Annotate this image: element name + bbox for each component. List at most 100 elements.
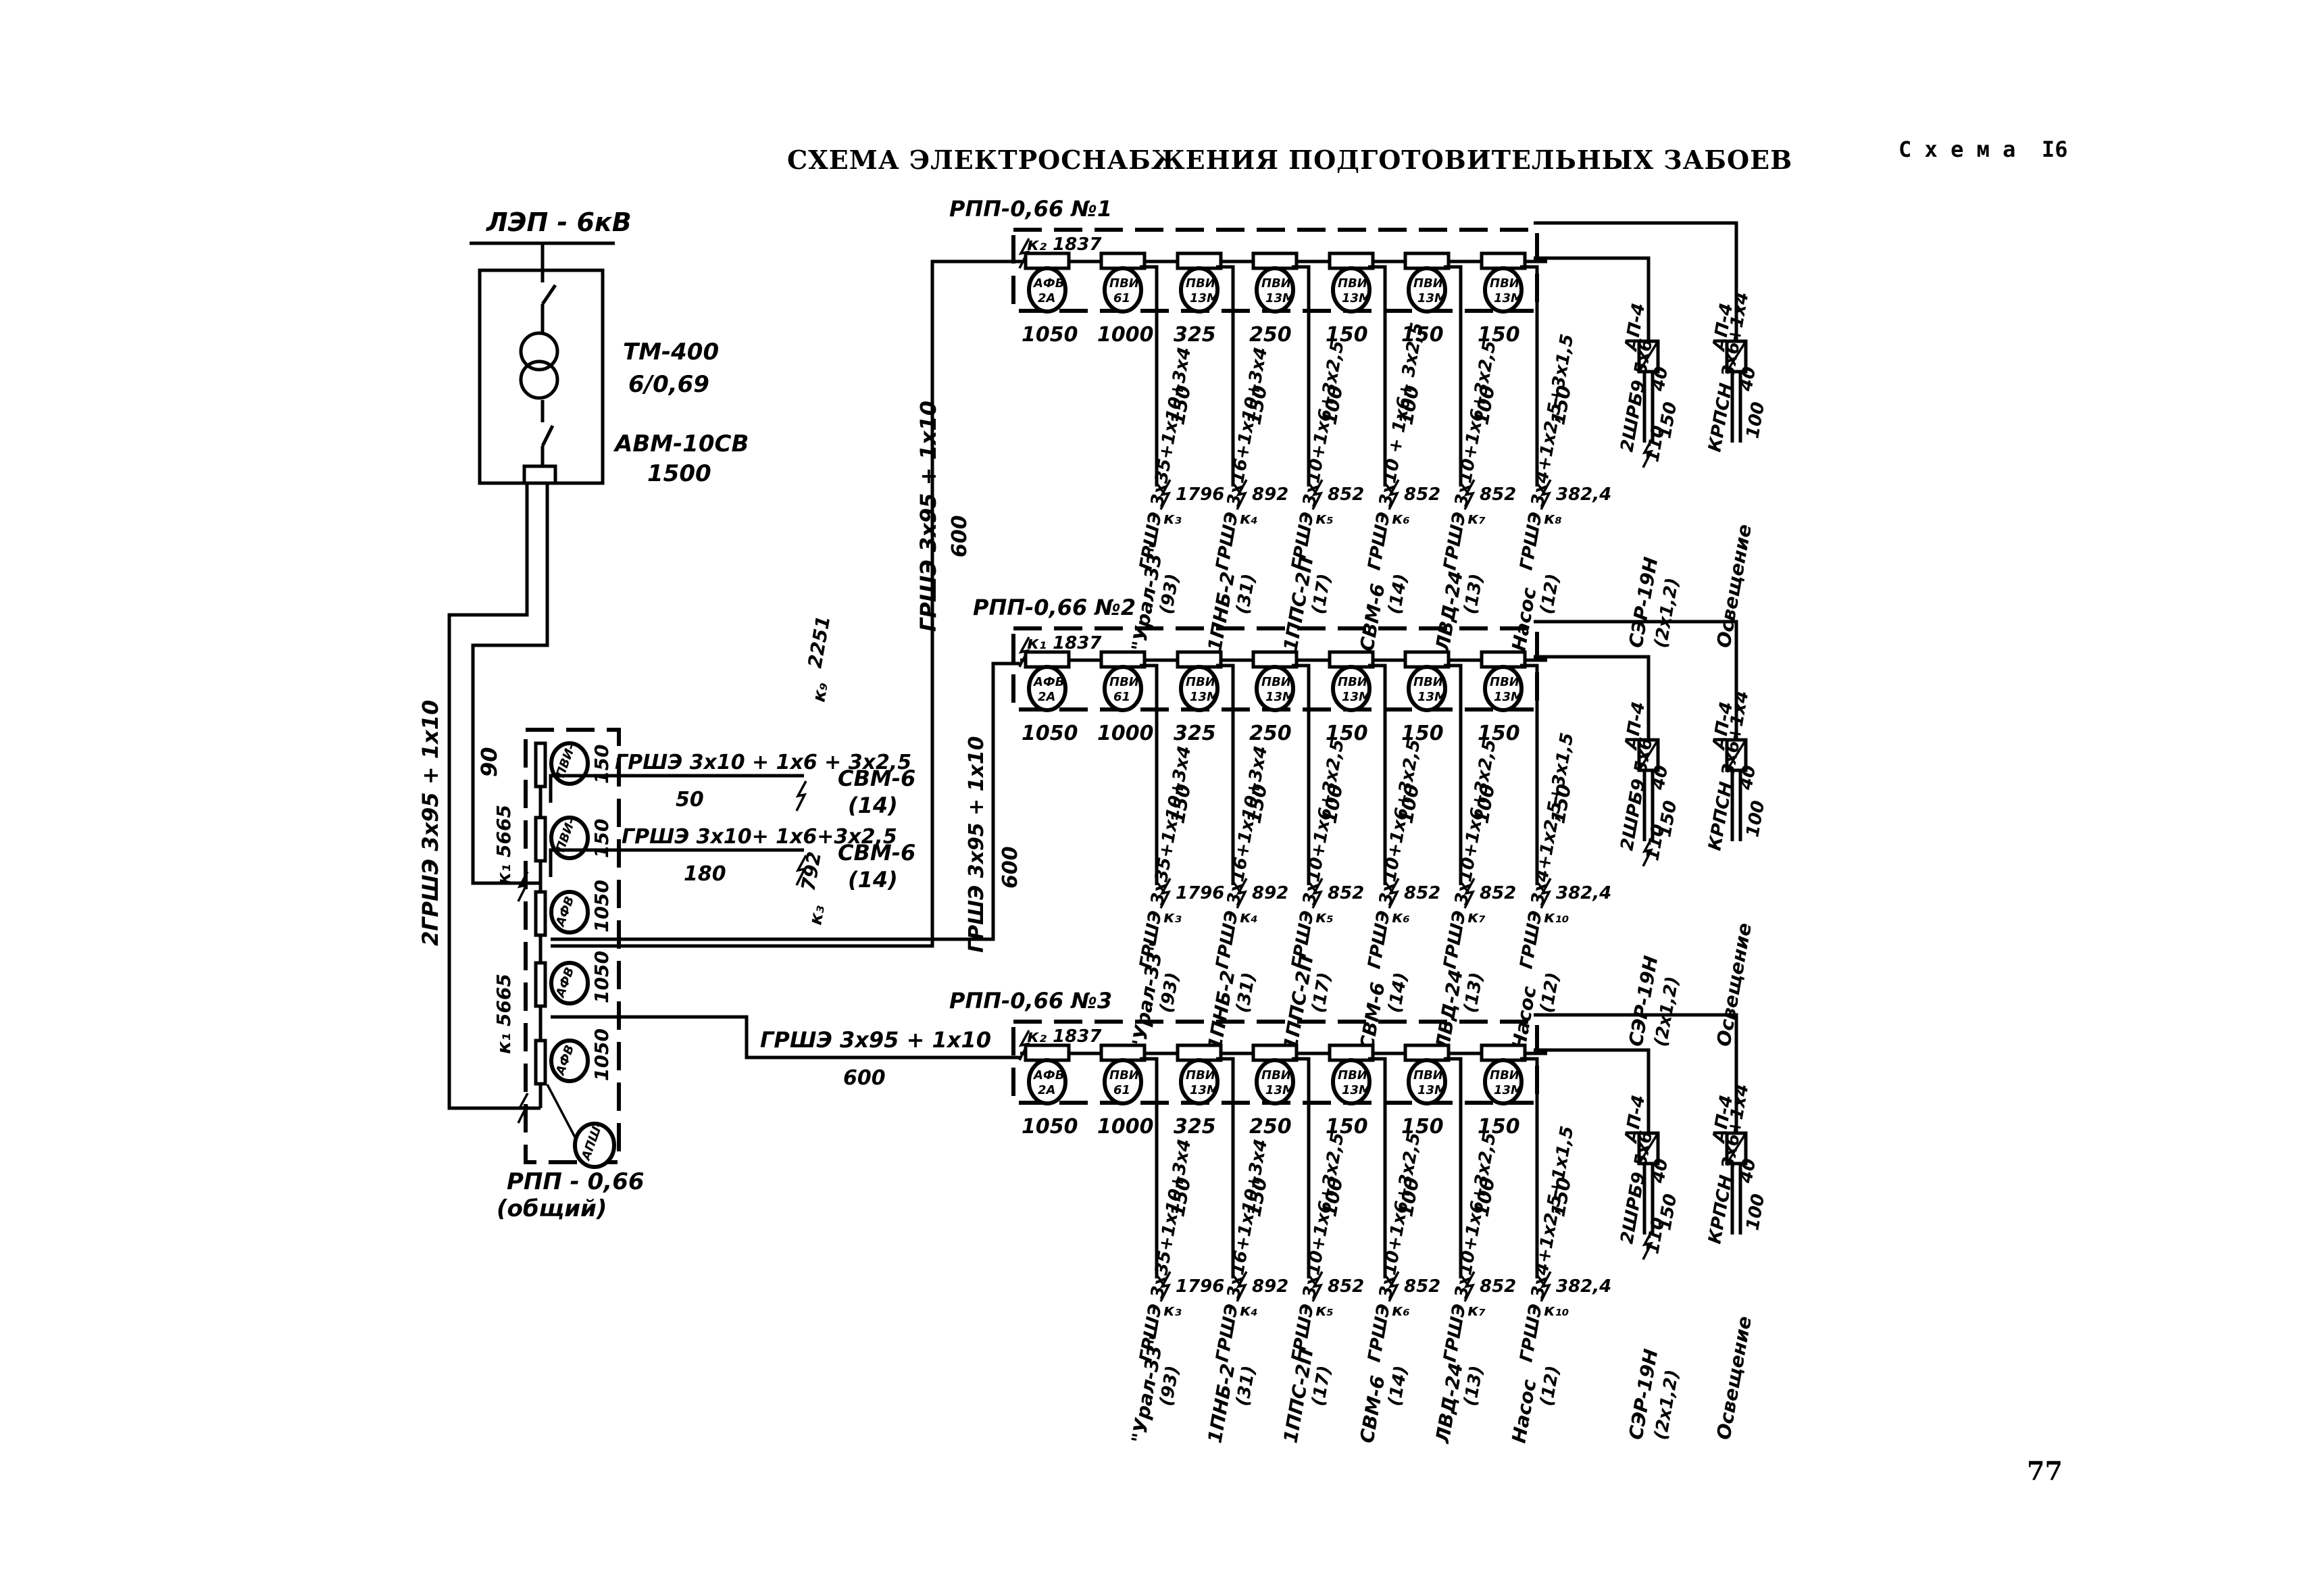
fault-point-icon bbox=[1463, 1271, 1476, 1302]
feeder-cable-label: ГРШЭ 3х4+1х2,5+3х1,5 bbox=[1516, 332, 1578, 572]
feeder-cable-label: ГРШЭ 3х4+1х2,5+3х1,5 bbox=[1516, 731, 1578, 970]
switch-unit-icon bbox=[1407, 665, 1447, 712]
aux-length-a: 40 bbox=[1648, 1157, 1672, 1185]
switch-unit-icon bbox=[549, 1039, 590, 1083]
feeder-fault-point: к₇ bbox=[1467, 509, 1486, 528]
unit-type: 13М bbox=[1494, 690, 1523, 704]
feed-cable-length: 90 bbox=[476, 747, 502, 777]
fan-cable-length: 180 bbox=[684, 862, 726, 886]
unit-type: 13М bbox=[1190, 690, 1219, 704]
feeder-load: СВМ-6 bbox=[1355, 582, 1389, 653]
feeder-fault-point: к₁₀ bbox=[1544, 1301, 1569, 1320]
aux-length-a: 40 bbox=[1648, 764, 1672, 792]
fault-point-icon bbox=[795, 780, 807, 812]
feeder-cable-label: ГРШЭ 3х10+1х6+3х2,5 bbox=[1288, 339, 1348, 572]
switch-unit-icon bbox=[1179, 665, 1219, 712]
feeder-fault-point: к₅ bbox=[1315, 1301, 1334, 1320]
fault-point-icon bbox=[1388, 878, 1400, 909]
aux-length-b: 100 bbox=[1742, 401, 1769, 441]
fuse-icon bbox=[1328, 650, 1375, 669]
trunk-cable-length: 600 bbox=[999, 846, 1022, 889]
unit-rating: 325 bbox=[1174, 722, 1216, 745]
feeder-fault-point: к₆ bbox=[1392, 907, 1410, 926]
unit-type: 61 bbox=[1113, 1083, 1130, 1097]
aux-load: Освещение bbox=[1712, 522, 1756, 649]
unit-type: 2А bbox=[1038, 291, 1055, 305]
trunk-cable-label: ГРШЭ 3х95 + 1х10 bbox=[915, 401, 941, 632]
fault-point-icon bbox=[1642, 836, 1654, 867]
unit-type: 13М bbox=[1265, 1083, 1294, 1097]
unit-name: ПВИ bbox=[1413, 1068, 1443, 1082]
fault-point-icon bbox=[1388, 479, 1400, 510]
panel-fault-label: к₂ 1837 bbox=[1027, 1026, 1102, 1047]
aux-fault-value: 110 bbox=[1642, 1216, 1669, 1256]
trunk-cable-label: ГРШЭ 3х95 + 1х10 bbox=[760, 1027, 991, 1053]
fuse-icon bbox=[1328, 251, 1375, 270]
breaker-icon bbox=[540, 424, 555, 447]
trunk-cable-length: 600 bbox=[948, 515, 972, 557]
fault-point-icon bbox=[517, 1093, 529, 1124]
unit-name: ПВИ bbox=[1109, 1068, 1139, 1082]
transformer-icon bbox=[519, 331, 559, 400]
common-fault-lower: к₁ 5665 bbox=[493, 974, 515, 1054]
feeder-fault-point: к₈ bbox=[1544, 509, 1562, 528]
unit-rating: 1050 bbox=[590, 1028, 613, 1081]
fault-point-icon bbox=[1463, 479, 1476, 510]
unit-name: ПВИ bbox=[1109, 675, 1139, 689]
feeder-fault-value: 852 bbox=[1480, 883, 1516, 903]
switch-unit-icon bbox=[549, 890, 590, 934]
unit-type: 2А bbox=[1038, 1083, 1055, 1097]
aux-length-b: 100 bbox=[1742, 1193, 1769, 1232]
panel-label: РПП-0,66 №2 bbox=[973, 595, 1136, 620]
fault-point-icon bbox=[1159, 878, 1172, 909]
feeder-fault-value: 852 bbox=[1404, 484, 1440, 505]
starter-icon bbox=[1637, 339, 1660, 374]
fault-point-icon bbox=[1388, 1271, 1400, 1302]
unit-name: ПВИ bbox=[1338, 276, 1367, 291]
starter-icon bbox=[1637, 738, 1660, 772]
feeder-cable-label: ГРШЭ 3х10+1х6+3х2,5 bbox=[1288, 1131, 1348, 1364]
fuse-icon bbox=[1480, 251, 1527, 270]
unit-rating: 150 bbox=[1478, 1115, 1520, 1139]
feeder-fault-point: к₃ bbox=[1163, 509, 1182, 528]
fault-point-icon bbox=[1236, 878, 1248, 909]
unit-type: 13М bbox=[1265, 291, 1294, 305]
common-rpp-aux: АПШ- bbox=[546, 1084, 616, 1169]
unit-rating: 1050 bbox=[1022, 722, 1078, 745]
fault-point-icon bbox=[1463, 878, 1476, 909]
unit-name: ПВИ bbox=[1261, 276, 1291, 291]
common-rpp: РПП - 0,66 (общий) к₁ 5665 к₁ 5665 ПВИ-1… bbox=[493, 728, 645, 1222]
transformer-ratio: 6/0,69 bbox=[628, 371, 709, 398]
unit-rating: 1000 bbox=[1097, 1115, 1154, 1139]
fuse-icon bbox=[1176, 251, 1223, 270]
unit-type: 13М bbox=[1265, 690, 1294, 704]
unit-type: 13М bbox=[1342, 690, 1371, 704]
unit-name: ПВИ bbox=[1186, 276, 1215, 291]
unit-type: 13М bbox=[1190, 291, 1219, 305]
fuse-icon bbox=[1176, 1043, 1223, 1062]
unit-type: 13М bbox=[1342, 291, 1371, 305]
aux-load: Освещение bbox=[1712, 1314, 1756, 1441]
feeder-fault-value: 892 bbox=[1252, 1276, 1288, 1297]
feeder-cable-label: ГРШЭ 3х35+1х10+3х4 bbox=[1136, 745, 1195, 971]
unit-rating: 325 bbox=[1174, 323, 1216, 347]
aux-length-a: 40 bbox=[1736, 764, 1760, 792]
unit-name: ПВИ bbox=[1261, 675, 1291, 689]
unit-rating: 150 bbox=[1326, 323, 1368, 347]
fuse-icon bbox=[534, 741, 547, 789]
feeder-fault-value: 892 bbox=[1252, 883, 1288, 903]
feeder-cable-label: ГРШЭ 3х10+1х6+3х2,5 bbox=[1440, 339, 1500, 572]
